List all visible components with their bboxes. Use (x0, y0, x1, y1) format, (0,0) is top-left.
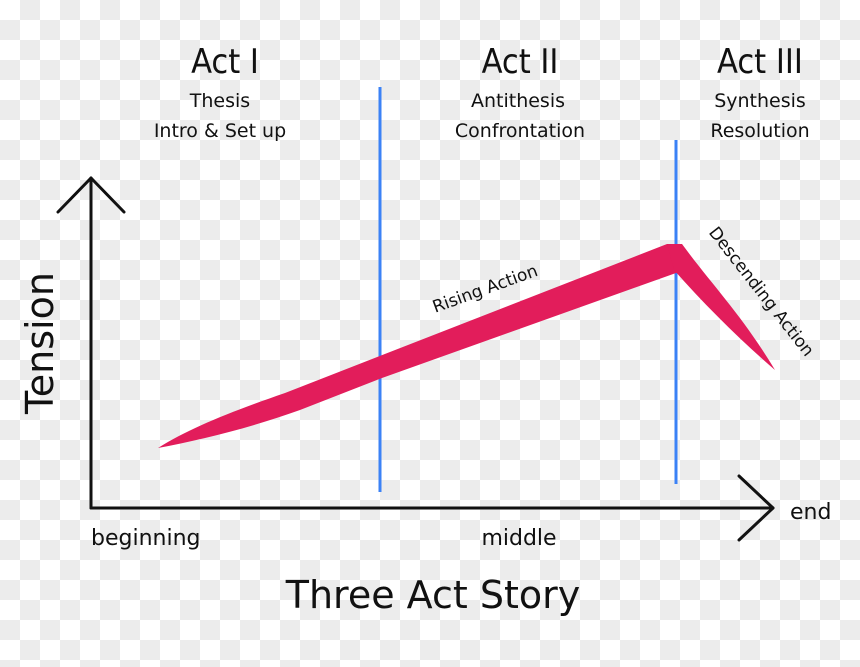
x-axis-end-label: end (790, 500, 831, 525)
act-2-subtitle-2: Confrontation (455, 120, 585, 142)
act-2-heading: Act II Antithesis Confrontation (455, 42, 585, 142)
x-axis-middle-label: middle (481, 526, 556, 551)
y-axis-label: Tension (18, 272, 62, 415)
x-axis-arrowhead (737, 474, 775, 542)
act-1-subtitle-2: Intro & Set up (154, 120, 286, 142)
act-1-heading: Act I Thesis Intro & Set up (154, 42, 286, 142)
tension-curve (158, 244, 775, 448)
x-axis-title: Three Act Story (285, 573, 581, 617)
x-axis-start-label: beginning (91, 526, 200, 551)
descending-action-label: Descending Action (704, 223, 817, 360)
act-3-heading: Act III Synthesis Resolution (710, 42, 809, 142)
act-3-subtitle-2: Resolution (710, 120, 809, 142)
rising-action-band (158, 244, 690, 448)
act-3-subtitle-1: Synthesis (714, 90, 806, 112)
act-1-subtitle-1: Thesis (189, 90, 250, 112)
y-axis-arrowhead (56, 176, 126, 214)
descending-action-band (667, 244, 775, 370)
axes (56, 176, 775, 542)
act-2-title: Act II (482, 42, 559, 82)
act-2-subtitle-1: Antithesis (471, 90, 565, 112)
act-3-title: Act III (717, 42, 803, 82)
act-1-title: Act I (191, 42, 259, 82)
